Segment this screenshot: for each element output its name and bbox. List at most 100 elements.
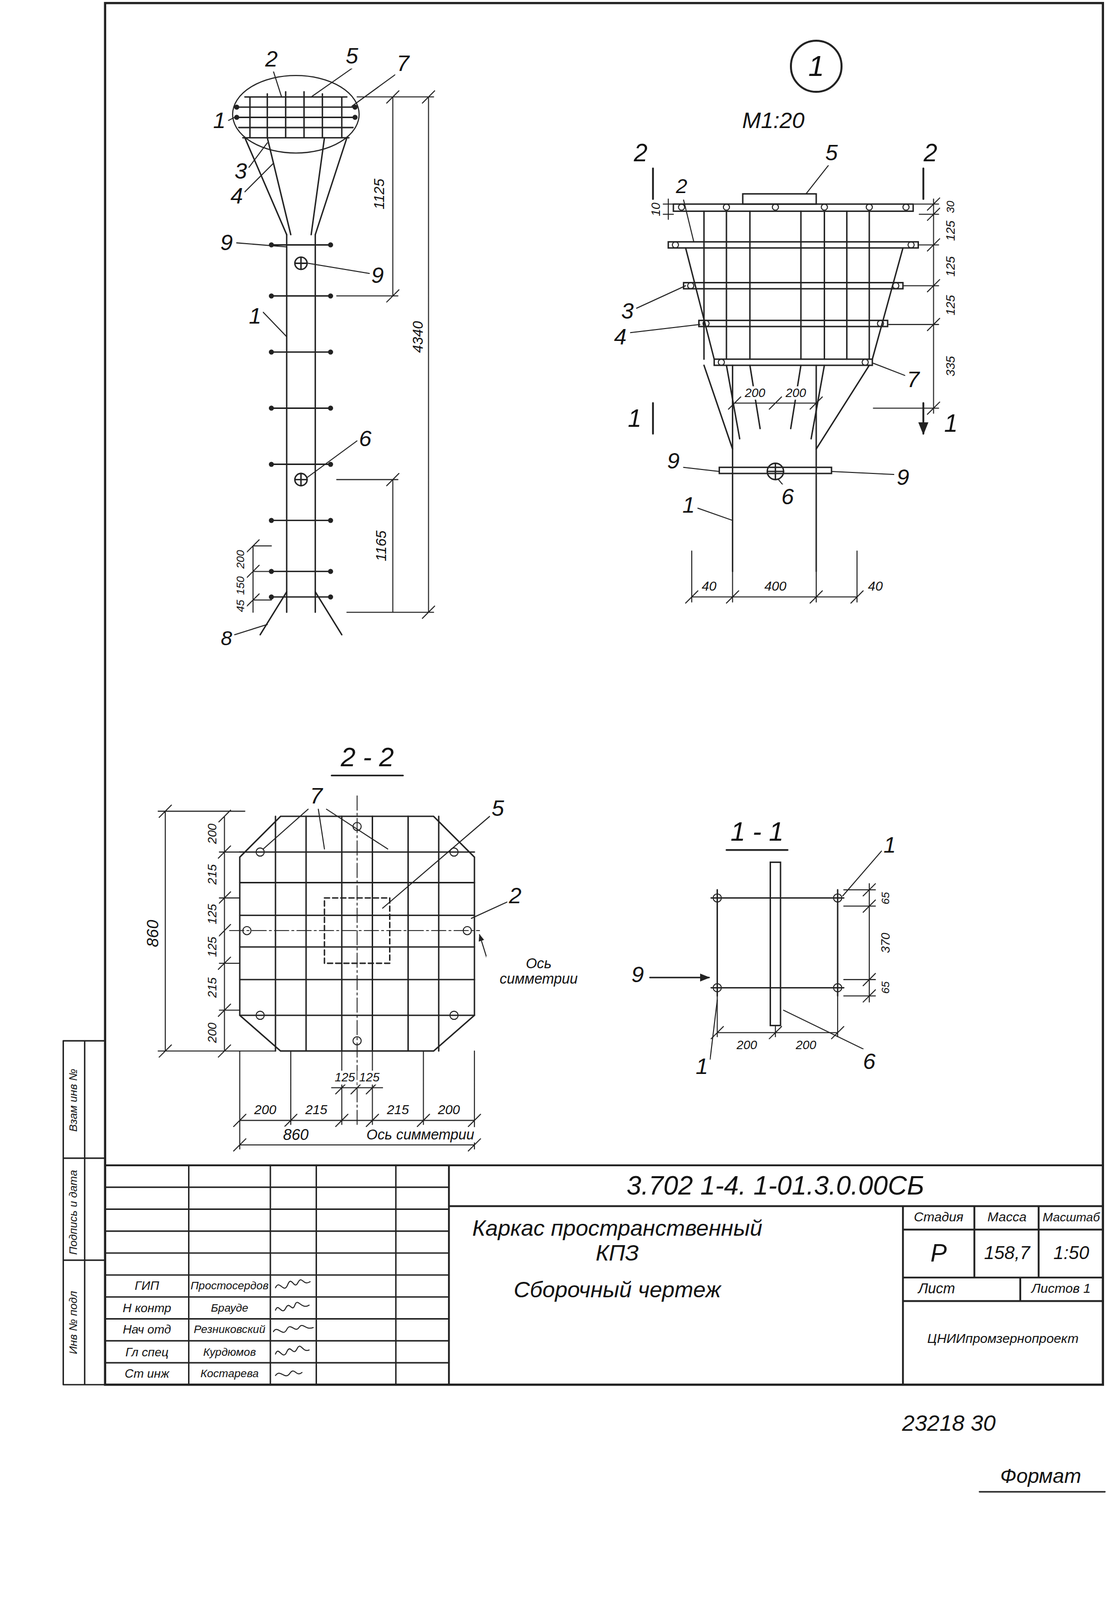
- callout-number: 1: [881, 832, 898, 858]
- callout-number: 7: [905, 367, 921, 392]
- callout-number: 2: [507, 883, 523, 909]
- callout-number: 2: [922, 139, 939, 167]
- callout-number: 9: [665, 449, 682, 474]
- title-block-cell: Курдюмов: [201, 1345, 258, 1359]
- title-block-cell: Листов 1: [1030, 1281, 1093, 1296]
- note-text: Формат: [998, 1465, 1083, 1488]
- dimension-text: 370: [878, 930, 893, 955]
- title-block-cell: Сборочный чертеж: [512, 1277, 723, 1303]
- detail-view: [630, 165, 940, 603]
- dimension-text: 125: [357, 1070, 382, 1085]
- callout-number: 6: [780, 484, 796, 510]
- dimension-text: 335: [944, 354, 958, 379]
- title-block-cell: Подпись и дата: [67, 1168, 80, 1256]
- dimension-text: 40: [700, 579, 718, 594]
- dimension-text: 65: [879, 890, 892, 906]
- dimension-text: 125: [332, 1070, 357, 1085]
- callout-number: 8: [219, 627, 234, 651]
- title-block-cell: 3.702 1-4. 1-01.3.0.00СБ: [625, 1171, 926, 1201]
- callout-number: 5: [823, 140, 840, 166]
- title-block-cell: Ст инж: [123, 1366, 171, 1380]
- view-marker-circle: 1: [789, 39, 844, 93]
- dimension-text: 10: [649, 200, 663, 218]
- title-block-cell: Стадия: [912, 1209, 966, 1225]
- dimension-text: 4340: [410, 319, 427, 355]
- dimension-text: 200: [735, 1038, 759, 1052]
- dimension-text: 215: [205, 862, 219, 887]
- callout-number: 1: [942, 409, 960, 437]
- title-block-cell: Масса: [985, 1209, 1029, 1225]
- callout-number: 1: [680, 492, 697, 518]
- dimension-text: 1125: [371, 177, 388, 211]
- dimension-text: 45: [234, 598, 248, 614]
- callout-number: 4: [228, 183, 245, 209]
- dimension-text: 200: [252, 1103, 278, 1118]
- title-block-cell: Н контр: [121, 1301, 173, 1315]
- title-block-cell: Гл спец: [124, 1345, 171, 1359]
- callout-number: 9: [895, 464, 911, 490]
- title-block-cell: Масштаб: [1041, 1210, 1102, 1225]
- dimension-text: 860: [281, 1126, 311, 1144]
- title-block-cell: Р: [928, 1239, 949, 1267]
- dimension-text: 125: [944, 293, 958, 317]
- callout-number: 9: [369, 262, 386, 288]
- title-block-cell: ЦНИИпромзернопроект: [925, 1331, 1081, 1346]
- dimension-text: 40: [866, 579, 885, 594]
- section-2-2: [158, 775, 508, 1152]
- dimension-text: 30: [944, 199, 958, 215]
- main-view: [228, 68, 435, 635]
- signatures: [273, 1279, 314, 1376]
- dimension-text: 125: [944, 218, 958, 243]
- note-text: Ось симметрии: [486, 955, 592, 987]
- sheet-frame: [105, 2, 1104, 1385]
- dimension-text: 215: [303, 1103, 329, 1118]
- title-block-cell: Лист: [916, 1280, 957, 1297]
- callout-number: 1: [694, 1053, 710, 1079]
- callout-number: 1: [211, 108, 228, 133]
- dimension-text: 200: [205, 1020, 219, 1044]
- dimension-text: 65: [879, 979, 892, 996]
- callout-number: 1: [626, 404, 643, 432]
- title-block-cell: Каркас пространственный КПЗ: [462, 1216, 773, 1266]
- callout-number: 2: [674, 175, 689, 198]
- dimension-text: 1165: [373, 528, 390, 563]
- title-block-cell: Костарева: [198, 1367, 261, 1380]
- callout-number: 6: [861, 1048, 877, 1074]
- dimension-text: 125: [205, 935, 219, 959]
- callout-number: 2: [263, 46, 279, 72]
- title-block-cell: Брауде: [209, 1302, 250, 1315]
- callout-number: 6: [357, 426, 374, 452]
- dimension-text: 200: [794, 1038, 818, 1052]
- dimension-text: 125: [944, 254, 958, 278]
- section-1-1: [650, 849, 882, 1060]
- signature-grid: [105, 1165, 450, 1385]
- callout-number: 5: [344, 43, 360, 69]
- note-text: 23218 30: [900, 1411, 997, 1436]
- dimension-text: 200: [436, 1103, 462, 1118]
- title-block-cell: Резниковский: [192, 1323, 267, 1336]
- dimension-text: 200: [234, 548, 248, 571]
- dimension-text: 150: [234, 574, 248, 597]
- callout-number: 7: [308, 783, 325, 809]
- dimension-text: 215: [205, 976, 219, 1000]
- dimension-text: 200: [783, 386, 808, 400]
- format-line: [979, 1491, 1106, 1493]
- title-block-cell: ГИП: [133, 1278, 161, 1293]
- callout-number: 4: [612, 324, 629, 350]
- callout-number: 5: [490, 795, 506, 821]
- view-title: 2 - 2: [339, 742, 396, 772]
- dimension-text: 215: [385, 1103, 411, 1118]
- side-strip: [63, 1040, 105, 1385]
- title-block-cell: Инв № подл: [67, 1289, 80, 1356]
- dimension-text: 200: [743, 386, 767, 400]
- title-block-cell: Нач отд: [121, 1322, 173, 1337]
- title-block-cell: 1:50: [1051, 1242, 1091, 1264]
- callout-number: 1: [247, 304, 263, 329]
- view-number: 1: [808, 52, 825, 81]
- note-text: Ось симметрии: [365, 1126, 476, 1143]
- title-block-cell: Взам инв №: [67, 1066, 80, 1133]
- title-block-cell: 158,7: [982, 1242, 1032, 1264]
- dimension-text: 860: [143, 918, 162, 949]
